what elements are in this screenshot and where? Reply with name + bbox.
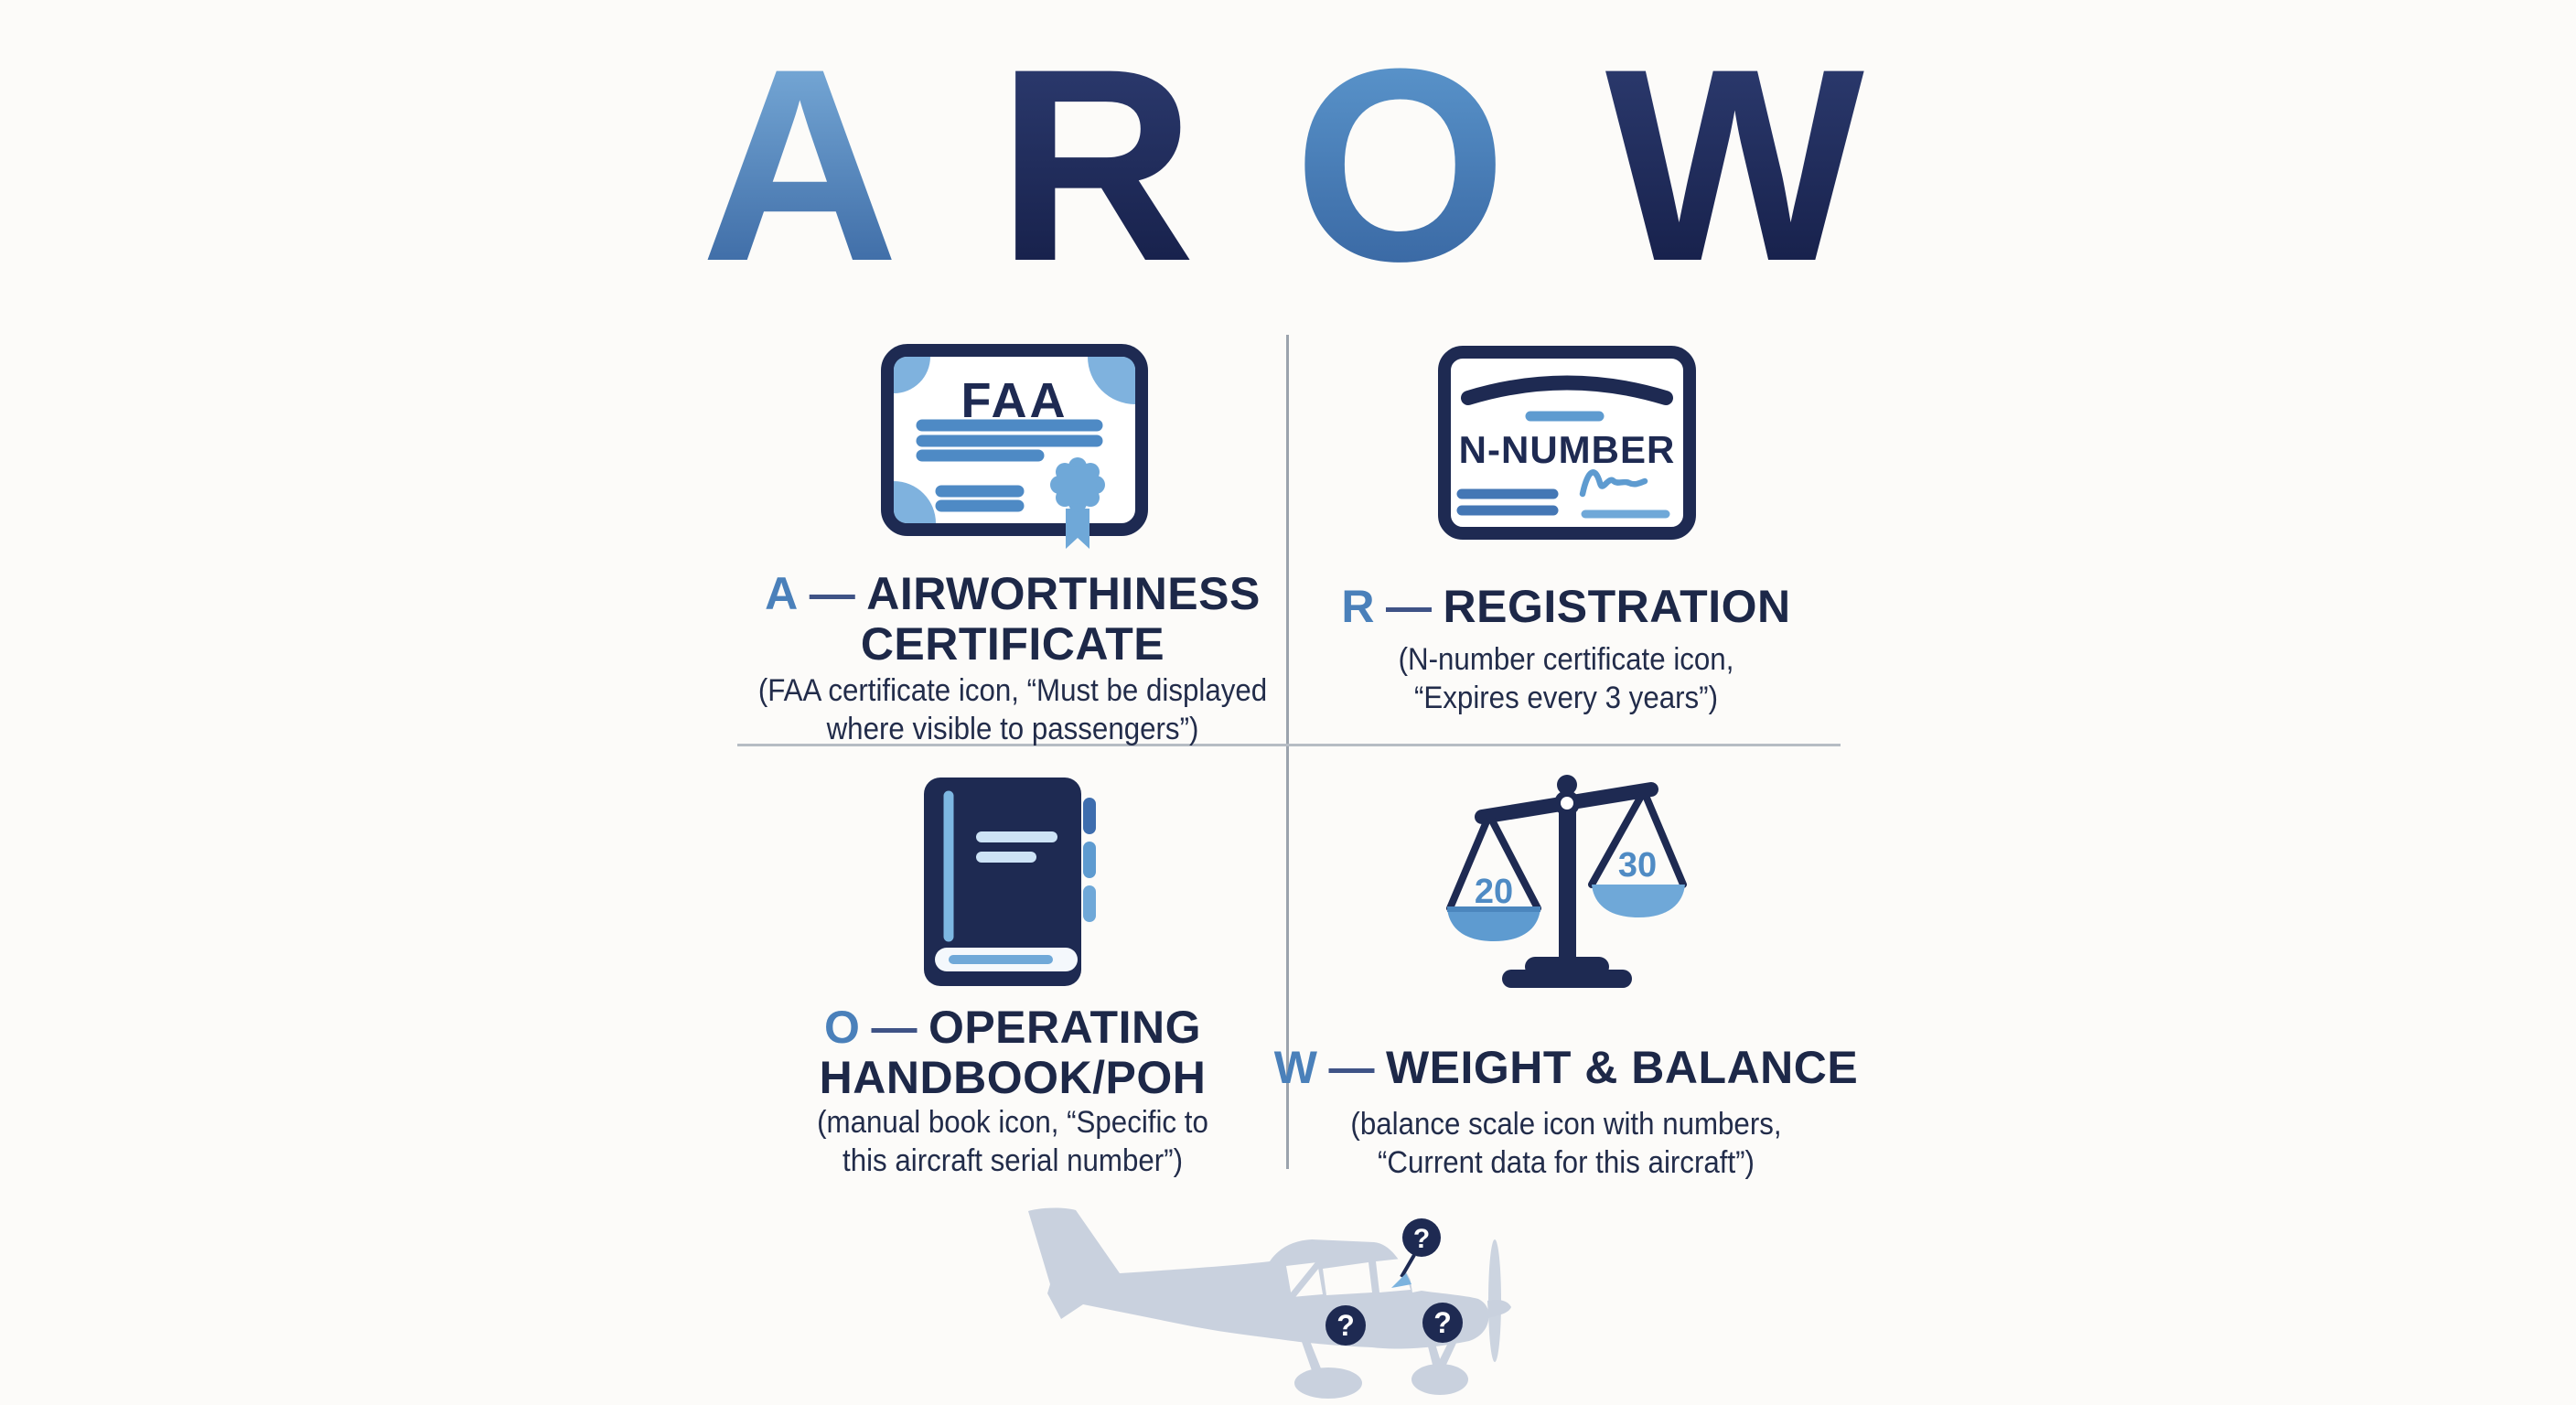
registration-title: R—REGISTRATION	[1292, 582, 1841, 632]
airworthiness-subtext-line2: where visible to passengers”)	[826, 712, 1199, 746]
operating-subtext-line2: this aircraft serial number”)	[843, 1143, 1183, 1178]
certificate-corner-decorations	[894, 357, 1135, 523]
book-cover	[924, 778, 1081, 986]
question-mark-right: ?	[1433, 1306, 1452, 1339]
airworthiness-title-line2: CERTIFICATE	[860, 618, 1165, 670]
book-tab-3	[1083, 885, 1096, 922]
operating-dash: —	[871, 1002, 918, 1053]
registration-n-number-label: N-NUMBER	[1459, 428, 1676, 471]
scale-right-number: 30	[1618, 846, 1657, 885]
operating-title-line1: O—OPERATING	[738, 1003, 1287, 1053]
question-mark-left: ?	[1336, 1309, 1355, 1342]
registration-title-text: REGISTRATION	[1443, 581, 1791, 632]
faa-certificate-icon: FAA	[881, 344, 1148, 549]
airworthiness-subtext-line1: (FAA certificate icon, “Must be displaye…	[757, 673, 1268, 708]
operating-subtext: (manual book icon, “Specific to this air…	[735, 1103, 1290, 1180]
airworthiness-subtext: (FAA certificate icon, “Must be displaye…	[735, 671, 1290, 748]
registration-title-line1: R—REGISTRATION	[1292, 582, 1841, 632]
registration-letter: R	[1341, 581, 1376, 632]
registration-subtext-line2: “Expires every 3 years”)	[1413, 681, 1719, 715]
registration-arc	[1461, 375, 1673, 405]
scale-frame	[1502, 775, 1632, 988]
question-marker-right	[1422, 1303, 1463, 1343]
title-letter-w: W	[1605, 11, 1875, 318]
airworthiness-title-text: AIRWORTHINESS	[866, 568, 1261, 619]
operating-title-line2: HANDBOOK/POH	[819, 1052, 1207, 1103]
certificate-text-lines	[916, 419, 1103, 512]
balance-scale-icon: 20 30	[1446, 775, 1687, 988]
certificate-faa-label: FAA	[961, 373, 1068, 428]
horizontal-divider	[737, 744, 1841, 746]
weight-balance-subtext-line2: “Current data for this aircraft”)	[1378, 1145, 1755, 1180]
airworthiness-dash: —	[809, 568, 856, 619]
scale-left-number: 20	[1475, 873, 1513, 911]
operating-letter: O	[824, 1002, 861, 1053]
registration-dash: —	[1386, 581, 1433, 632]
weight-balance-title-line1: W—WEIGHT & BALANCE	[1273, 1043, 1859, 1093]
registration-subtext: (N-number certificate icon, “Expires eve…	[1288, 640, 1843, 717]
wing-strut	[1287, 1258, 1324, 1302]
title-letter-a: A	[701, 11, 910, 318]
landing-gear	[1294, 1336, 1468, 1399]
book-tab-2	[1083, 842, 1096, 878]
weight-balance-subtext-line1: (balance scale icon with numbers,	[1350, 1107, 1782, 1142]
scale-strings	[1446, 788, 1687, 912]
operating-title: O—OPERATING HANDBOOK/POH	[738, 1003, 1287, 1103]
operating-subtext-line1: (manual book icon, “Specific to	[817, 1105, 1208, 1140]
weight-balance-title-text: WEIGHT & BALANCE	[1385, 1042, 1859, 1093]
airworthiness-title: A—AIRWORTHINESS CERTIFICATE	[738, 569, 1287, 670]
airworthiness-letter: A	[765, 568, 799, 619]
question-markers: ? ? ?	[1326, 1218, 1463, 1346]
weight-balance-title: W—WEIGHT & BALANCE	[1273, 1043, 1859, 1093]
operating-title-text: OPERATING	[928, 1002, 1201, 1053]
book-tab-1	[1083, 798, 1096, 834]
n-number-certificate-icon: N-NUMBER	[1438, 346, 1696, 540]
weight-balance-letter: W	[1273, 1042, 1318, 1093]
airplane-body	[1028, 1207, 1489, 1349]
question-mark-top: ?	[1413, 1224, 1430, 1254]
cessna-silhouette-icon: ? ? ?	[1028, 1207, 1511, 1399]
title-letter-o: O	[1293, 11, 1519, 318]
manual-book-icon	[924, 778, 1096, 986]
page-title: A R O W	[0, 27, 2576, 302]
scale-right-pan	[1592, 885, 1685, 917]
pointer-arrow-line	[1400, 1253, 1416, 1279]
certificate-seal-ribbon	[1050, 457, 1105, 549]
registration-frame	[1438, 346, 1696, 540]
book-title-lines	[976, 831, 1057, 863]
scale-pivot-hole	[1561, 797, 1573, 810]
title-letter-r: R	[997, 11, 1207, 318]
pointer-arrowhead	[1391, 1273, 1411, 1288]
propeller-spinner	[1487, 1299, 1511, 1318]
airworthiness-title-line1: A—AIRWORTHINESS	[738, 569, 1287, 619]
registration-subtext-line1: (N-number certificate icon,	[1398, 642, 1734, 677]
vertical-divider	[1286, 335, 1289, 1169]
scale-left-pan	[1447, 908, 1540, 941]
question-marker-left	[1326, 1305, 1366, 1346]
weight-balance-dash: —	[1328, 1042, 1375, 1093]
registration-text-lines	[1456, 488, 1559, 516]
registration-signature	[1579, 469, 1648, 498]
question-marker-top	[1402, 1218, 1441, 1257]
scale-left-pan-rim	[1447, 906, 1540, 912]
weight-balance-subtext: (balance scale icon with numbers, “Curre…	[1288, 1105, 1843, 1182]
